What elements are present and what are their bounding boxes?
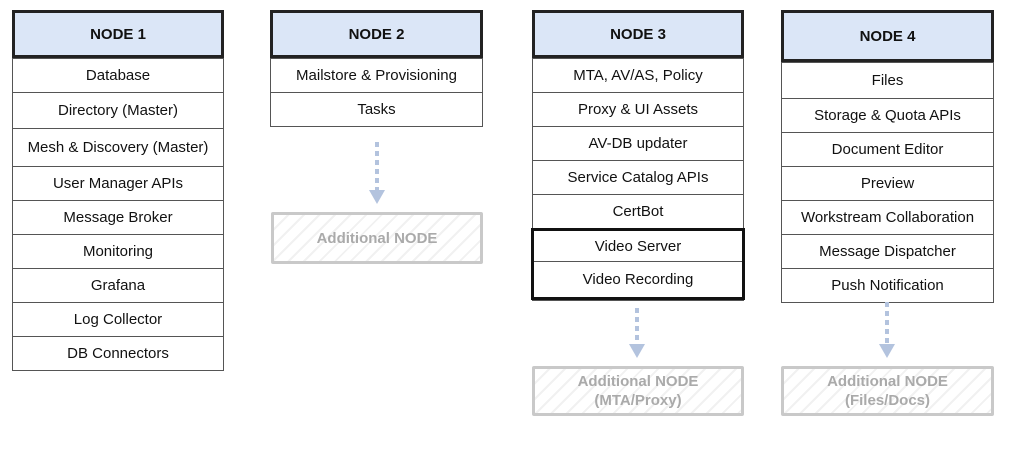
additional-node-generic: Additional NODE — [271, 212, 483, 264]
additional-node-label: Additional NODE — [827, 373, 948, 390]
node-2: NODE 2 Mailstore & Provisioning Tasks — [270, 10, 483, 127]
additional-node-sublabel: (Files/Docs) — [844, 392, 931, 409]
additional-node-files-docs: Additional NODE (Files/Docs) — [781, 366, 994, 416]
node-3: NODE 3 MTA, AV/AS, Policy Proxy & UI Ass… — [531, 10, 745, 301]
node-3-item-video-server: Video Server — [594, 237, 682, 255]
node-1-header: NODE 1 — [12, 10, 224, 58]
node-1-item-message-broker: Message Broker — [13, 200, 223, 234]
node-1-item-db-connectors: DB Connectors — [13, 336, 223, 370]
node-1-item-log-collector: Log Collector — [13, 302, 223, 336]
additional-node-label: Additional NODE — [316, 229, 438, 247]
node-4-item-message-dispatcher: Message Dispatcher — [782, 234, 993, 268]
node-1: NODE 1 Database Directory (Master) Mesh … — [12, 10, 224, 371]
node-4-item-document-editor: Document Editor — [782, 132, 993, 166]
node-1-item-mesh-discovery: Mesh & Discovery (Master) — [13, 128, 223, 166]
arrow-down-icon — [629, 308, 645, 358]
node-1-item-monitoring: Monitoring — [13, 234, 223, 268]
arrow-down-icon — [369, 142, 385, 204]
node-4-item-workstream: Workstream Collaboration — [782, 200, 993, 234]
node-3-video-group: Video Server Video Recording — [531, 228, 745, 300]
node-3-item-mta: MTA, AV/AS, Policy — [533, 58, 743, 92]
additional-node-mta-proxy: Additional NODE (MTA/Proxy) — [532, 366, 744, 416]
node-1-item-grafana: Grafana — [13, 268, 223, 302]
node-3-item-video-recording: Video Recording — [534, 261, 742, 297]
node-3-header: NODE 3 — [532, 10, 744, 58]
node-2-item-tasks: Tasks — [271, 92, 482, 126]
node-4-item-push-notification: Push Notification — [782, 268, 993, 302]
node-2-header: NODE 2 — [270, 10, 483, 58]
node-2-item-mailstore: Mailstore & Provisioning — [271, 58, 482, 92]
additional-node-sublabel: (MTA/Proxy) — [594, 392, 682, 409]
node-4-item-files: Files — [782, 62, 993, 98]
node-4-header: NODE 4 — [781, 10, 994, 62]
node-1-item-database: Database — [13, 58, 223, 92]
node-4: NODE 4 Files Storage & Quota APIs Docume… — [781, 10, 994, 303]
node-3-item-service-catalog: Service Catalog APIs — [533, 160, 743, 194]
arrow-down-icon — [879, 302, 895, 358]
additional-node-label: Additional NODE — [577, 373, 699, 390]
node-3-item-certbot: CertBot — [533, 194, 743, 228]
node-4-item-storage-quota: Storage & Quota APIs — [782, 98, 993, 132]
node-1-item-user-manager: User Manager APIs — [13, 166, 223, 200]
node-1-item-directory: Directory (Master) — [13, 92, 223, 128]
node-3-item-av-db-updater: AV-DB updater — [533, 126, 743, 160]
node-3-item-proxy-ui: Proxy & UI Assets — [533, 92, 743, 126]
node-4-item-preview: Preview — [782, 166, 993, 200]
